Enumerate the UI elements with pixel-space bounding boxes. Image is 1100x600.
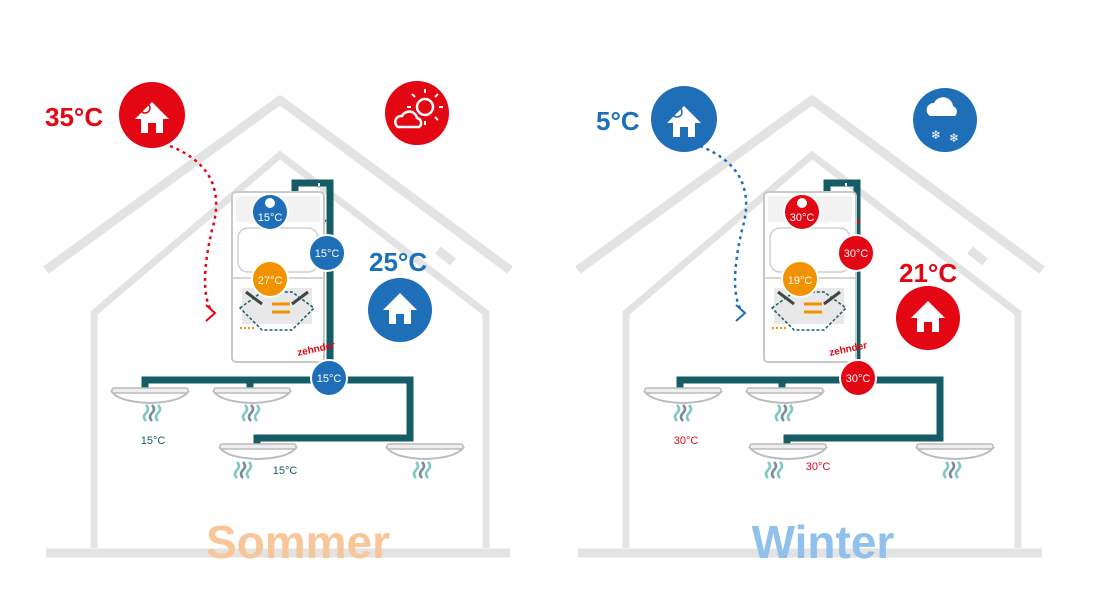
- sun-cloud-icon: [385, 81, 449, 145]
- winter-pipe-temp-top-badge: 30°C: [837, 234, 875, 272]
- airflow-icon: [412, 460, 432, 480]
- winter-ceiling-outlet: [644, 387, 722, 404]
- svg-text:❄: ❄: [931, 128, 941, 142]
- airflow-icon: [241, 403, 261, 423]
- summer-outdoor-air-path: [169, 144, 218, 313]
- winter-ceiling-outlet: [749, 443, 827, 460]
- outdoor-house-icon: [651, 86, 717, 152]
- winter-ceiling-outlet: [916, 443, 994, 460]
- svg-text:15°C: 15°C: [315, 248, 340, 260]
- airflow-icon: [774, 403, 794, 423]
- winter-outdoor-temp: 5°C: [596, 106, 640, 136]
- airflow-icon: [142, 403, 162, 423]
- summer-pipe-temp-top-badge: 15°C: [308, 234, 346, 272]
- summer-pipe-temp-bottom-badge: 15°C: [310, 359, 348, 397]
- winter-outlet-temp-left: 30°C: [674, 435, 699, 447]
- winter-outlet-temp-right: 30°C: [806, 461, 831, 473]
- summer-ceiling-outlet: [213, 387, 291, 404]
- svg-text:30°C: 30°C: [790, 212, 815, 224]
- summer-air-arrow-icon: [205, 304, 217, 322]
- summer-outlet-temp-left: 15°C: [141, 435, 166, 447]
- svg-text:27°C: 27°C: [258, 275, 283, 287]
- svg-text:19°C: 19°C: [788, 275, 813, 287]
- summer-duct-network: [141, 179, 414, 449]
- svg-text:30°C: 30°C: [844, 248, 869, 260]
- winter-indoor-temp: 21°C: [899, 258, 957, 288]
- summer-ceiling-outlet: [386, 443, 464, 460]
- summer-caption: Sommer: [205, 516, 391, 568]
- svg-text:30°C: 30°C: [846, 373, 871, 385]
- outdoor-house-icon: [119, 82, 185, 148]
- summer-indoor-temp: 25°C: [369, 247, 427, 277]
- winter-pipe-temp-bottom-badge: 30°C: [839, 359, 877, 397]
- svg-text:15°C: 15°C: [317, 373, 342, 385]
- winter-ceiling-outlet: [746, 387, 824, 404]
- svg-text:❄: ❄: [949, 131, 959, 145]
- airflow-icon: [942, 460, 962, 480]
- summer-supply-temp-badge: 15°C: [251, 193, 289, 231]
- summer-panel: zehnder 35°C 25°C 15°C: [45, 81, 510, 553]
- summer-ceiling-outlet: [111, 387, 189, 404]
- airflow-icon: [233, 460, 253, 480]
- svg-text:15°C: 15°C: [258, 212, 283, 224]
- airflow-icon: [673, 403, 693, 423]
- summer-ceiling-outlet: [219, 443, 297, 460]
- snow-cloud-icon: ❄ ❄: [913, 88, 977, 152]
- home-icon: [368, 278, 432, 342]
- winter-air-arrow-icon: [735, 304, 747, 322]
- winter-supply-temp-badge: 30°C: [783, 193, 821, 231]
- winter-panel: zehnder 5°C ❄ ❄ 21°C 30°C 19°C: [578, 86, 1042, 553]
- home-icon: [896, 286, 960, 350]
- summer-outdoor-temp: 35°C: [45, 102, 103, 132]
- winter-heat-exchanger-temp-badge: 19°C: [781, 260, 819, 298]
- winter-outdoor-air-path: [699, 144, 748, 313]
- winter-caption: Winter: [751, 516, 895, 568]
- airflow-icon: [764, 460, 784, 480]
- summer-heat-exchanger-temp-badge: 27°C: [251, 260, 289, 298]
- summer-outlet-temp-right: 15°C: [273, 465, 298, 477]
